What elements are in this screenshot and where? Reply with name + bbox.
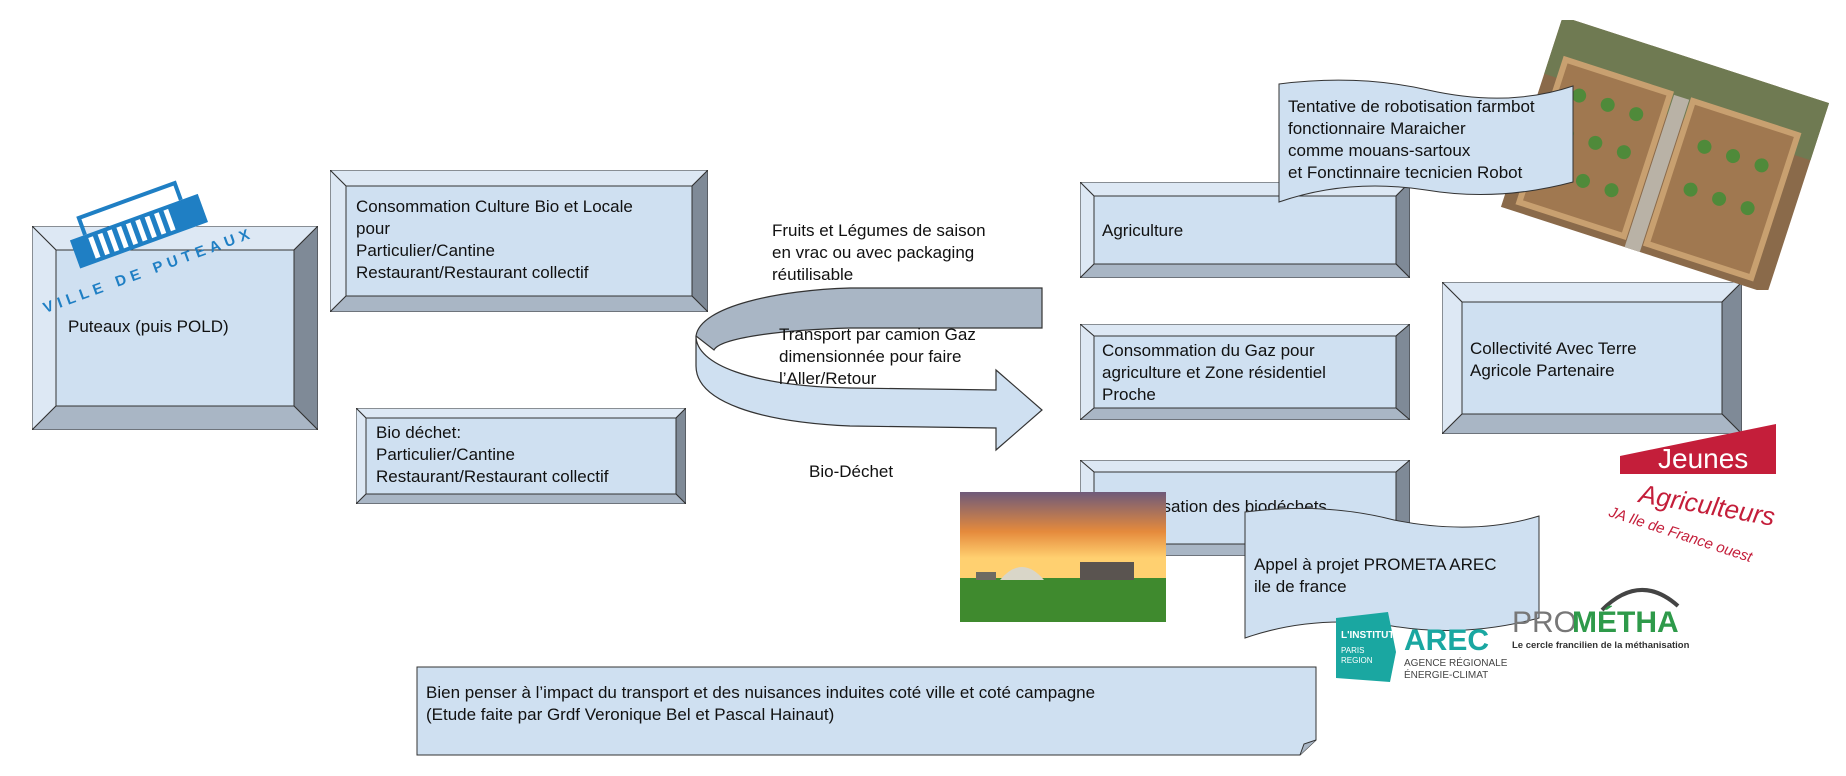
arec-paris: PARIS [1341,646,1364,655]
robot-callout-text: Tentative de robotisation farmbot foncti… [1288,97,1535,182]
note-shape [416,666,1317,756]
prometa-callout-text: Appel à projet PROMETA AREC ile de franc… [1254,555,1497,596]
arec-line2: ÉNERGIE-CLIMAT [1404,668,1488,681]
curved-arrow [695,287,1043,452]
note-text: Bien penser à l’impact du transport et d… [426,683,1096,724]
robot-callout-shape [1278,79,1574,203]
puteaux-label: Puteaux (puis POLD) [68,317,229,336]
jeunes-agriculteurs-logo: Jeunes Agriculteurs JA Ile de France oue… [1606,424,1777,566]
consommation-label: Consommation Culture Bio et Locale pour … [356,197,633,282]
biodechet-box: Bio déchet: Particulier/Cantine Restaura… [356,408,686,504]
prometha-metha: MÉTHA [1572,605,1679,639]
collectivite-label: Collectivité Avec Terre Agricole Partena… [1470,339,1637,380]
arec-region: REGION [1341,656,1373,665]
collectivite-box: Collectivité Avec Terre Agricole Partena… [1442,282,1742,434]
ja-title: Jeunes [1658,443,1748,474]
arec-name: AREC [1404,624,1489,657]
biodechet-arrow-label: Bio-Déchet [809,462,894,481]
arec-institut: L'INSTITUT [1341,630,1394,641]
gaz-label: Consommation du Gaz pour agriculture et … [1102,341,1326,404]
farm-beds-photo [1500,20,1830,290]
biodechet-label: Bio déchet: Particulier/Cantine Restaura… [376,423,609,486]
transport-label: Transport par camion Gaz dimensionnée po… [779,325,976,388]
prometha-pro: PRO [1512,606,1577,639]
fruits-label: Fruits et Légumes de saison en vrac ou a… [772,221,986,284]
prometha-tagline: Le cercle francilien de la méthanisation [1512,640,1690,651]
puteaux-logo: VILLE DE PUTEAUX [41,180,257,314]
biogas-plant-photo [960,492,1166,622]
agriculture-label: Agriculture [1102,221,1184,240]
prometha-logo: PRO MÉTHA Le cercle francilien de la mét… [1512,588,1690,651]
puteaux-box: Puteaux (puis POLD) [32,226,318,430]
gaz-box: Consommation du Gaz pour agriculture et … [1080,324,1410,420]
arec-logo: L'INSTITUT PARIS REGION AREC AGENCE RÉGI… [1336,612,1508,682]
agriculture-box: Agriculture [1080,182,1410,278]
arec-line1: AGENCE RÉGIONALE [1404,656,1508,669]
consommation-box: Consommation Culture Bio et Locale pour … [330,170,708,312]
